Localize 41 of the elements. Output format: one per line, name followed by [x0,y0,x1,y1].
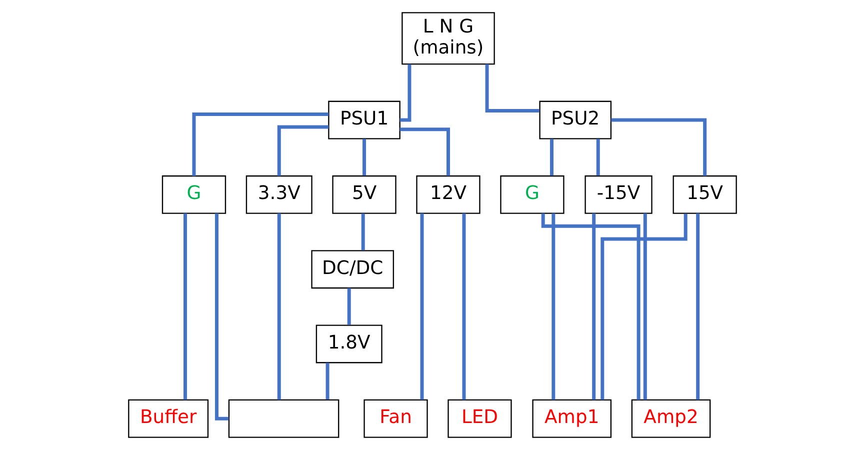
connector [361,214,365,250]
connector [485,64,540,112]
node-box: Amp2 [631,399,711,438]
connector [326,362,330,400]
connector [550,138,554,176]
connector [552,213,556,400]
connector [643,213,647,400]
node-box: 3.3V [246,175,312,214]
node-box: 5V [332,175,396,214]
connector [462,213,466,400]
node-box [228,399,340,438]
connector [192,112,329,176]
connector [592,213,596,400]
node-box: Fan [364,399,428,438]
connector [611,118,707,176]
connector [600,214,688,400]
connector [277,125,329,176]
connector [347,288,351,325]
connector [362,138,366,176]
connector [541,213,640,400]
node-box: DC/DC [311,250,394,289]
node-box: G [500,175,564,214]
node-box: PSU2 [539,100,612,140]
node-box: Buffer [128,399,209,438]
connector [400,64,412,122]
node-box: 1.8V [316,324,382,364]
connector [596,138,600,176]
node-box: LED [448,399,512,438]
node-box: 12V [416,175,480,214]
connector [277,213,281,400]
node-box: G [162,175,226,214]
node-box: Amp1 [532,399,612,438]
node-box: -15V [584,175,652,214]
connector [183,213,187,400]
connector [400,128,450,176]
connector [420,213,424,400]
node-box: 15V [672,175,737,214]
connector [696,213,700,400]
node-box: PSU1 [328,100,400,140]
connector [214,213,229,420]
node-box: L N G (mains) [402,12,495,65]
